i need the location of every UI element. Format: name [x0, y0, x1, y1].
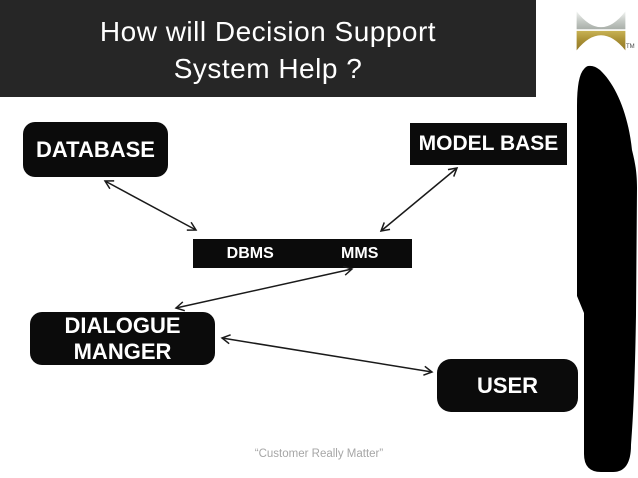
arrow-dialogue-user [220, 334, 434, 376]
box-dbms-mms: DBMS MMS [193, 239, 412, 268]
box-user-label: USER [476, 372, 539, 398]
footer-quote: “Customer Really Matter” [254, 448, 384, 460]
box-model-base-label: MODEL BASE [418, 132, 559, 155]
trademark-label: TM [626, 44, 635, 50]
brand-logo: TM [575, 8, 635, 52]
box-model-base: MODEL BASE [410, 123, 567, 165]
logo-silver-arc-shape [576, 11, 626, 30]
box-database-label: DATABASE [36, 136, 155, 162]
arrow-database-dbms [103, 180, 198, 231]
page-title: How will Decision Support System Help ? [99, 15, 437, 84]
dbms-label: DBMS [226, 244, 274, 262]
logo-gold-arch-shape [576, 30, 626, 51]
box-user: USER [437, 359, 578, 412]
knife-silhouette [577, 65, 637, 472]
box-database: DATABASE [23, 122, 168, 177]
box-dialogue-manager: DIALOGUE MANGER [30, 312, 215, 365]
arrow-modelbase-mms [379, 167, 459, 232]
arrow-dbms-dialogue [174, 265, 354, 312]
mms-label: MMS [341, 244, 379, 262]
title-bar: How will Decision Support System Help ? [0, 0, 536, 97]
brand-logo-icon [576, 11, 626, 51]
box-dialogue-manager-label: DIALOGUE MANGER [64, 312, 181, 364]
